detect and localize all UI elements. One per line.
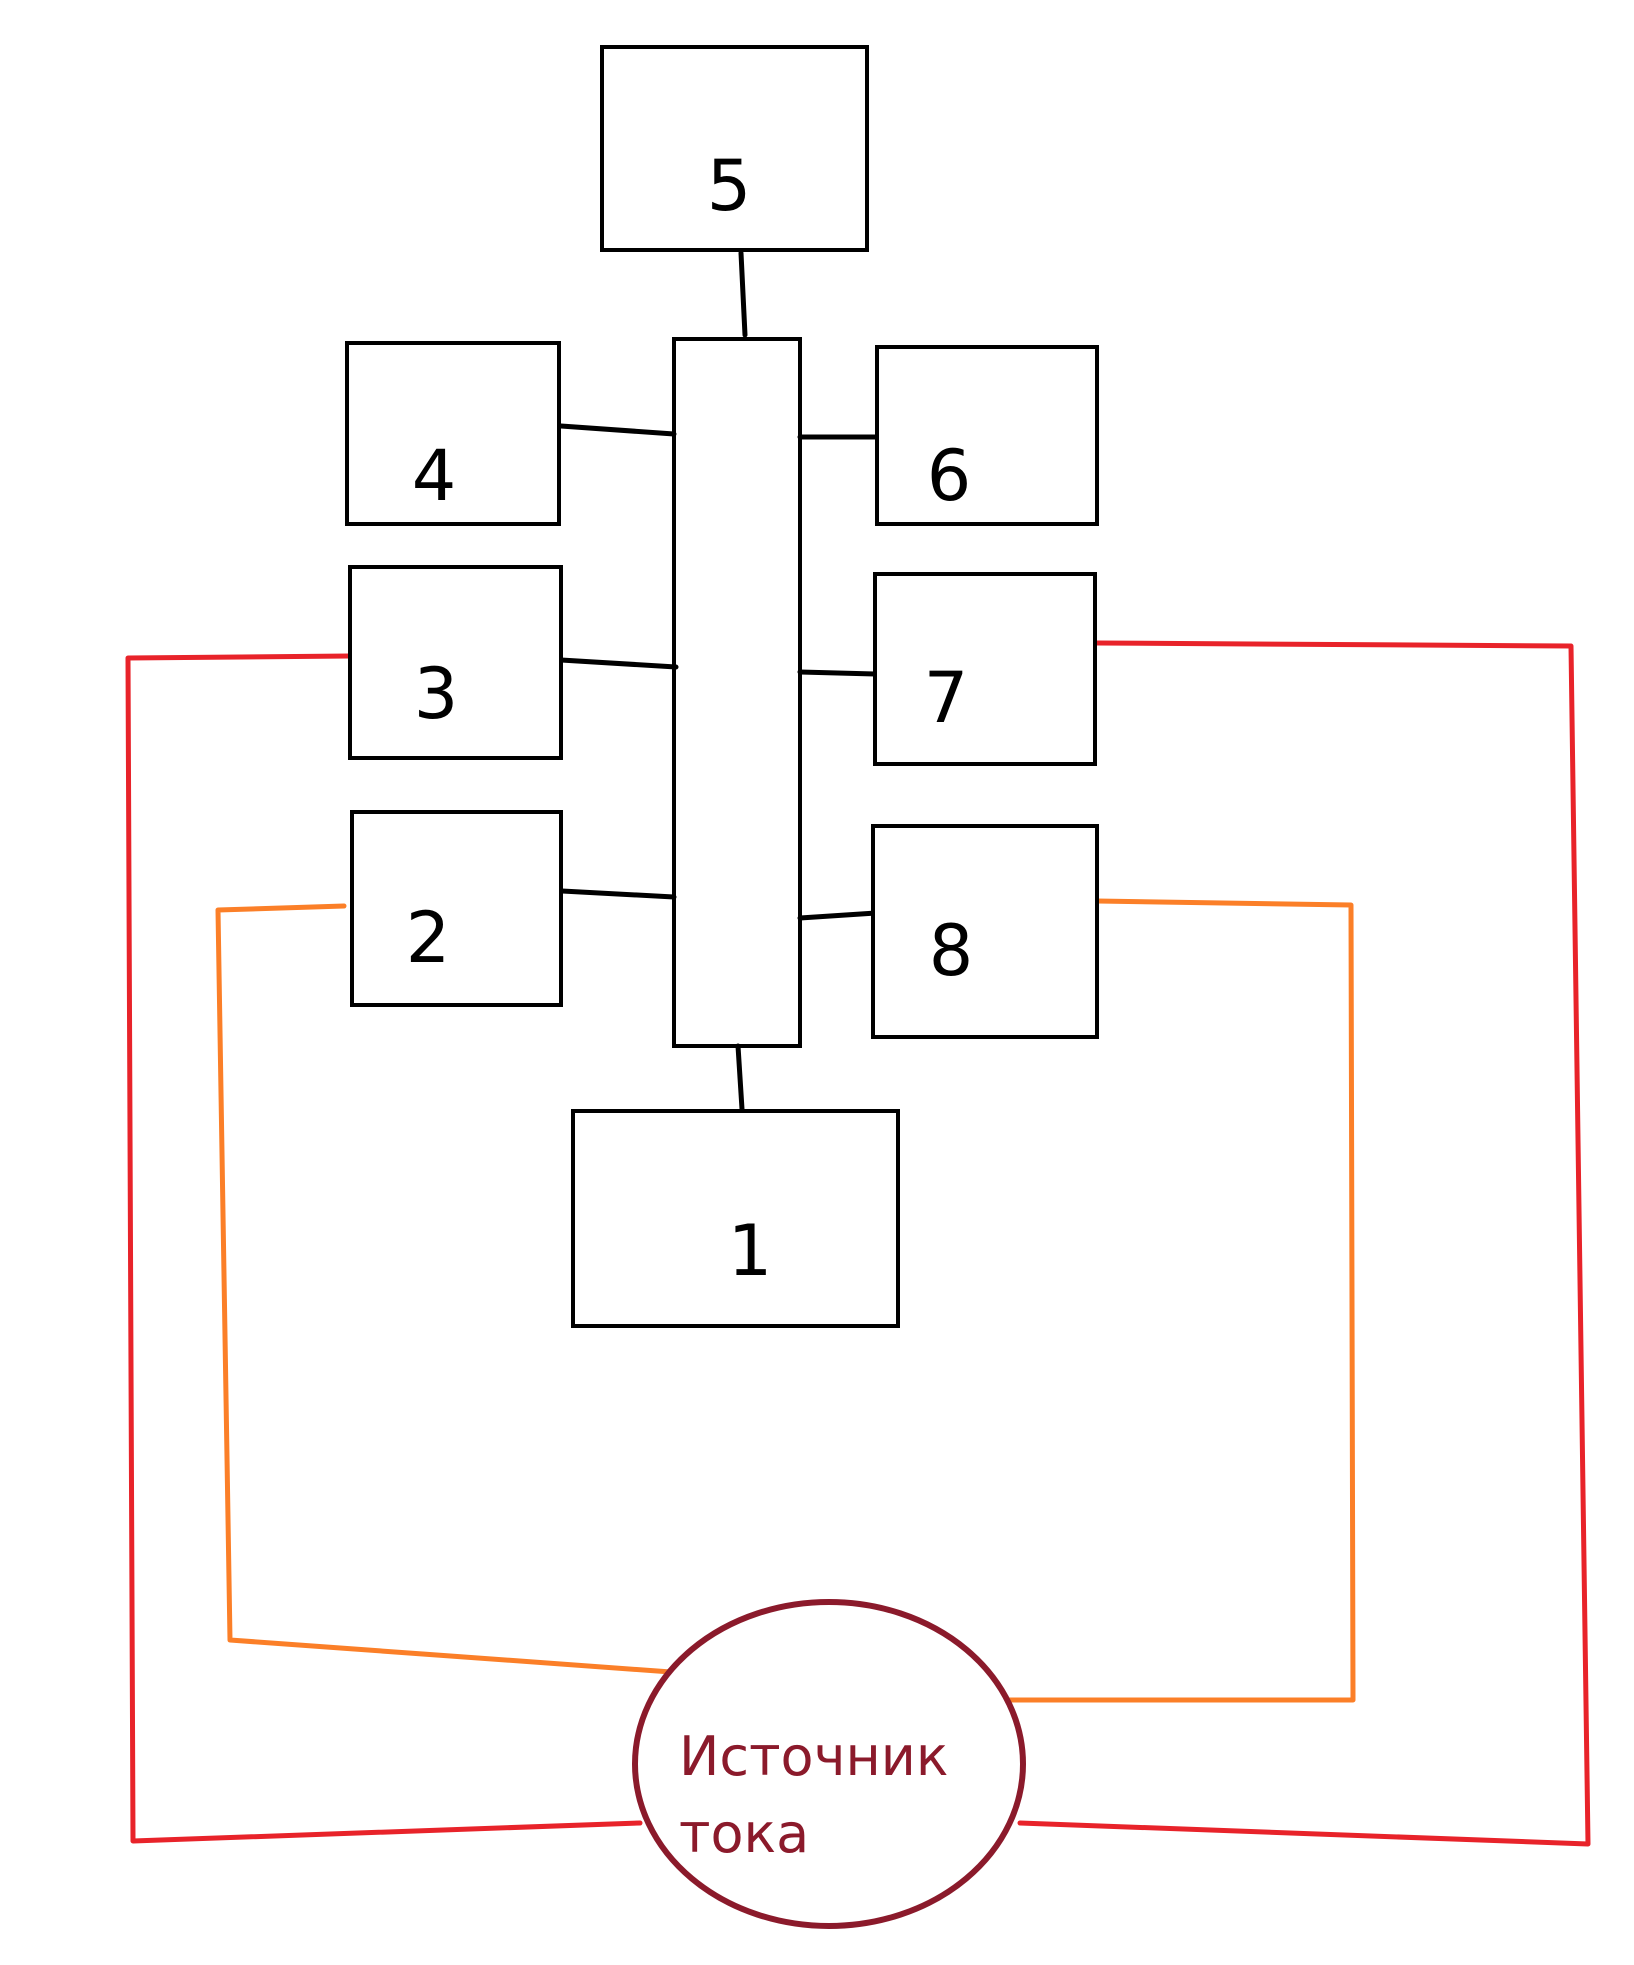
block-4-label: 4 — [412, 435, 457, 517]
link-block-4-bus — [558, 423, 677, 437]
link-block-2-bus — [559, 888, 677, 900]
wire-block-3-to-source — [125, 653, 643, 1844]
current-source: Источник тока — [632, 1599, 1026, 1929]
block-7-label: 7 — [924, 657, 969, 739]
link-bus-block-1 — [735, 1043, 745, 1112]
block-2: 2 — [350, 810, 563, 1007]
block-1-label: 1 — [728, 1210, 773, 1292]
current-source-circle — [632, 1599, 1026, 1929]
current-source-label-line2: тока — [679, 1802, 809, 1865]
block-1: 1 — [571, 1109, 900, 1328]
block-8-label: 8 — [929, 910, 974, 992]
block-5: 5 — [600, 45, 869, 252]
wire-block-8-to-source — [1005, 898, 1356, 1703]
block-3-label: 3 — [414, 653, 459, 735]
block-8: 8 — [871, 824, 1099, 1039]
block-6-label: 6 — [927, 435, 972, 517]
block-6: 6 — [875, 345, 1099, 526]
block-2-label: 2 — [406, 897, 451, 979]
block-3: 3 — [348, 565, 563, 760]
link-block-3-bus — [558, 657, 679, 670]
central-bus — [672, 337, 802, 1048]
current-source-label-line1: Источник — [679, 1725, 949, 1788]
block-4: 4 — [345, 341, 561, 526]
link-bus-block-8 — [797, 910, 879, 921]
block-5-label: 5 — [707, 145, 752, 227]
block-7: 7 — [873, 572, 1097, 766]
link-block-5-bus — [738, 250, 748, 338]
link-bus-block-7 — [797, 669, 878, 677]
wire-block-7-to-source — [1017, 640, 1591, 1847]
wire-block-2-to-source — [215, 903, 674, 1675]
